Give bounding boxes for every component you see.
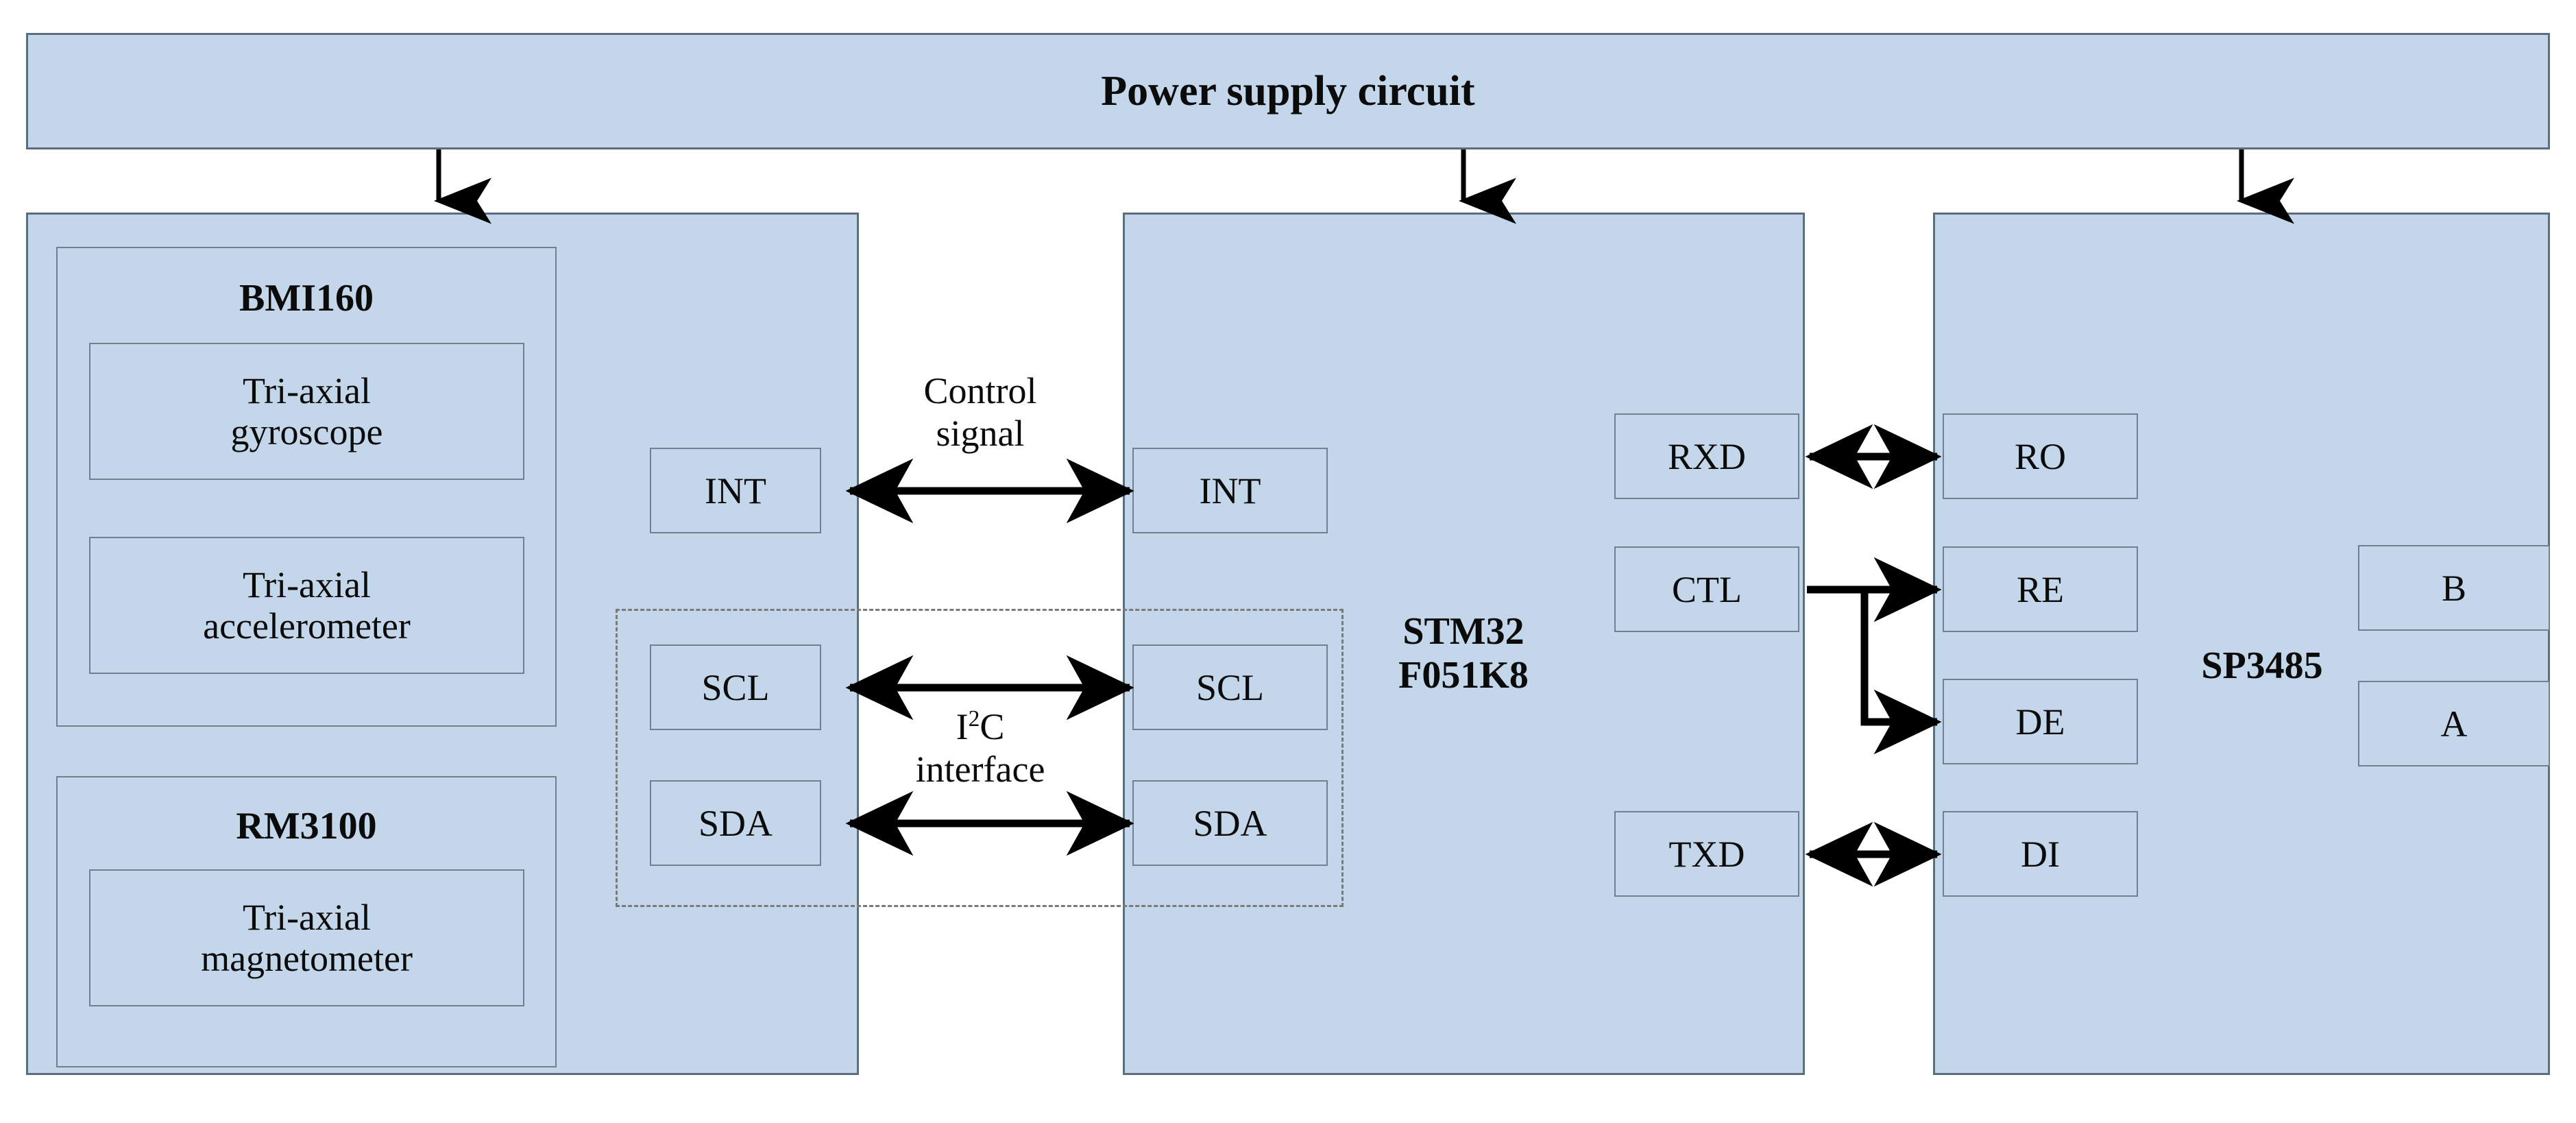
i2c-label-line2: interface: [915, 748, 1045, 790]
transceiver-pin-di: DI: [1943, 811, 2138, 897]
transceiver-pin-re: RE: [1943, 546, 2138, 632]
mcu-pin-sda: SDA: [1132, 780, 1328, 866]
mcu-label: STM32 F051K8: [1398, 610, 1529, 697]
i2c-interface-label: I2C interface: [850, 706, 1110, 790]
transceiver-panel: [1933, 213, 2550, 1075]
transceiver-pin-a: A: [2358, 681, 2550, 766]
i2c-label-line1: I2C: [956, 706, 1005, 747]
power-feed-arrows: [434, 149, 2294, 224]
ctl-re-de-connector: [1807, 557, 1942, 755]
mcu-pin-scl: SCL: [1132, 644, 1328, 730]
bmi160-label: BMI160: [239, 277, 374, 319]
mcu-panel: [1123, 213, 1805, 1075]
transceiver-label: SP3485: [2201, 644, 2323, 687]
rm3100-label: RM3100: [236, 805, 377, 847]
transceiver-pin-de: DE: [1943, 679, 2138, 764]
sensor-pin-sda: SDA: [650, 780, 821, 866]
transceiver-pin-ro: RO: [1943, 413, 2138, 499]
tri-axial-magnetometer-block: Tri-axial magnetometer: [89, 869, 524, 1006]
sensor-pin-int: INT: [650, 448, 821, 533]
i2c-interface-group-box: [616, 609, 1344, 907]
power-supply-block: Power supply circuit: [26, 33, 2550, 149]
mcu-pin-txd: TXD: [1614, 811, 1799, 897]
transceiver-pin-b: B: [2358, 545, 2550, 631]
mcu-pin-ctl: CTL: [1614, 546, 1799, 632]
power-supply-label: Power supply circuit: [1101, 67, 1475, 114]
control-signal-label: Control signal: [923, 370, 1037, 454]
mcu-pin-int: INT: [1132, 448, 1328, 533]
tri-axial-gyroscope-block: Tri-axial gyroscope: [89, 343, 524, 480]
mcu-pin-rxd: RXD: [1614, 413, 1799, 499]
sensor-pin-scl: SCL: [650, 644, 821, 730]
tri-axial-accelerometer-block: Tri-axial accelerometer: [89, 537, 524, 674]
i2c-superscript-2: 2: [968, 706, 980, 732]
